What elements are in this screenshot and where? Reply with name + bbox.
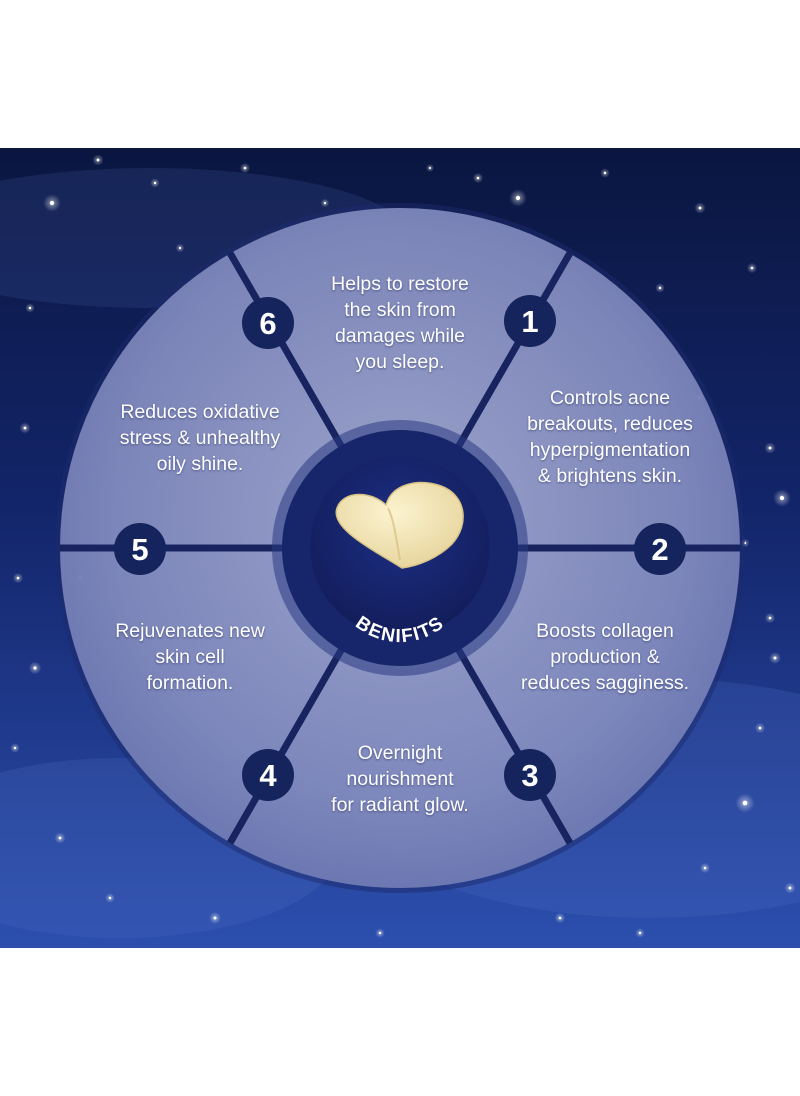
- star: [243, 166, 247, 170]
- number-badge-5: 5: [114, 523, 166, 575]
- star: [13, 746, 17, 750]
- number-badge-3: 3: [504, 749, 556, 801]
- star: [768, 446, 772, 450]
- number-badge-2: 2: [634, 523, 686, 575]
- star: [750, 266, 754, 270]
- star: [33, 666, 37, 670]
- badge-number: 3: [521, 758, 538, 793]
- badge-number: 1: [521, 304, 538, 339]
- badge-number: 4: [259, 758, 277, 793]
- star: [153, 181, 157, 185]
- star: [788, 886, 792, 890]
- star: [178, 246, 182, 250]
- benefit-4-text: Rejuvenates new skin cell formation.: [115, 620, 265, 694]
- benefit-1-text: Controls acne breakouts, reduces hyperpi…: [527, 387, 693, 487]
- star: [28, 306, 32, 310]
- star: [23, 426, 27, 430]
- number-badges: 1 2 3 4 5 6: [114, 295, 686, 801]
- star: [603, 171, 607, 175]
- star: [658, 286, 662, 290]
- number-badge-6: 6: [242, 297, 294, 349]
- star: [703, 866, 707, 870]
- star: [515, 195, 521, 201]
- star: [378, 931, 382, 935]
- star: [16, 576, 20, 580]
- number-badge-1: 1: [504, 295, 556, 347]
- number-badge-4: 4: [242, 749, 294, 801]
- star: [638, 931, 642, 935]
- heart-cream-icon: [335, 481, 464, 569]
- benefit-5-text: Reduces oxidative stress & unhealthy oil…: [119, 401, 281, 475]
- star: [558, 916, 562, 920]
- star: [429, 167, 431, 169]
- star: [323, 201, 327, 205]
- benefit-6-text: Helps to restore the skin from damages w…: [331, 273, 469, 373]
- badge-number: 5: [131, 532, 148, 567]
- benefit-3-text: Overnight nourishment for radiant glow.: [331, 742, 469, 816]
- star: [742, 800, 748, 806]
- star: [49, 200, 55, 206]
- star: [698, 206, 702, 210]
- star: [773, 656, 777, 660]
- star: [96, 158, 100, 162]
- star: [768, 616, 772, 620]
- badge-number: 2: [651, 532, 668, 567]
- star: [779, 495, 785, 501]
- star: [58, 836, 62, 840]
- star: [213, 916, 217, 920]
- star: [476, 176, 480, 180]
- star: [108, 896, 112, 900]
- badge-number: 6: [259, 306, 276, 341]
- benefit-2-text: Boosts collagen production & reduces sag…: [520, 620, 690, 694]
- star: [758, 726, 762, 730]
